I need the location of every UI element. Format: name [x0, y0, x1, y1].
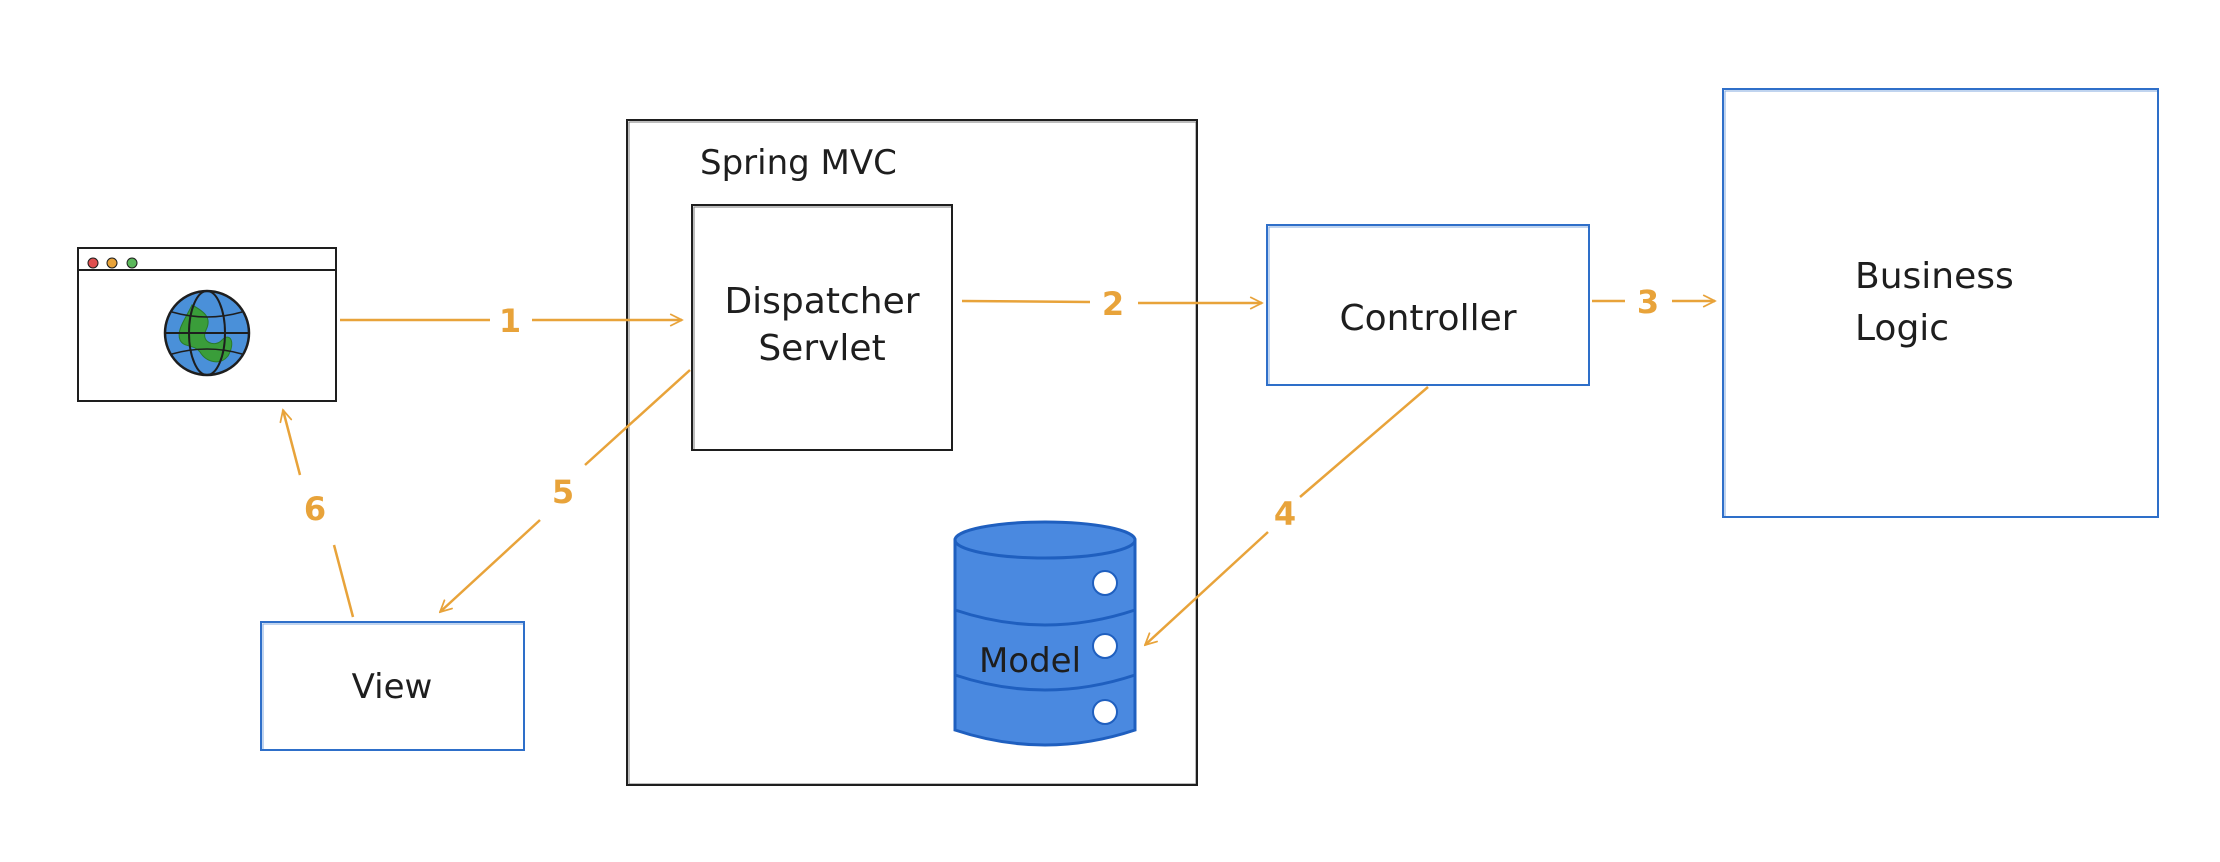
view-label: View: [352, 667, 433, 707]
globe-icon: [163, 289, 251, 377]
browser-window-icon: [77, 247, 337, 402]
controller-box: Controller: [1266, 224, 1590, 386]
step-5-label: 5: [552, 473, 574, 511]
spring-mvc-title: Spring MVC: [700, 143, 897, 183]
business-label-line2: Logic: [1855, 308, 1949, 349]
arrow-4: 4: [1145, 386, 1429, 645]
model-label: Model: [979, 641, 1081, 681]
database-icon: Model: [953, 520, 1137, 747]
business-logic-box: Business Logic: [1722, 88, 2159, 518]
arrow-6: 6: [283, 410, 355, 618]
step-4-label: 4: [1274, 495, 1296, 533]
dispatcher-servlet-box: Dispatcher Servlet: [691, 204, 953, 451]
arrow-1: 1: [340, 302, 682, 340]
spring-mvc-container: Spring MVC: [626, 119, 1198, 786]
view-box: View: [260, 621, 525, 751]
business-label-line1: Business: [1855, 256, 2014, 297]
step-1-label: 1: [499, 302, 521, 340]
arrow-3: 3: [1592, 283, 1715, 321]
controller-label: Controller: [1339, 298, 1516, 339]
step-6-label: 6: [304, 490, 326, 528]
step-2-label: 2: [1102, 285, 1124, 323]
arrow-2: 2: [961, 285, 1262, 323]
dispatcher-label-line1: Dispatcher: [724, 281, 919, 322]
arrow-5: 5: [440, 369, 691, 612]
dispatcher-label-line2: Servlet: [758, 328, 885, 369]
step-3-label: 3: [1637, 283, 1659, 321]
